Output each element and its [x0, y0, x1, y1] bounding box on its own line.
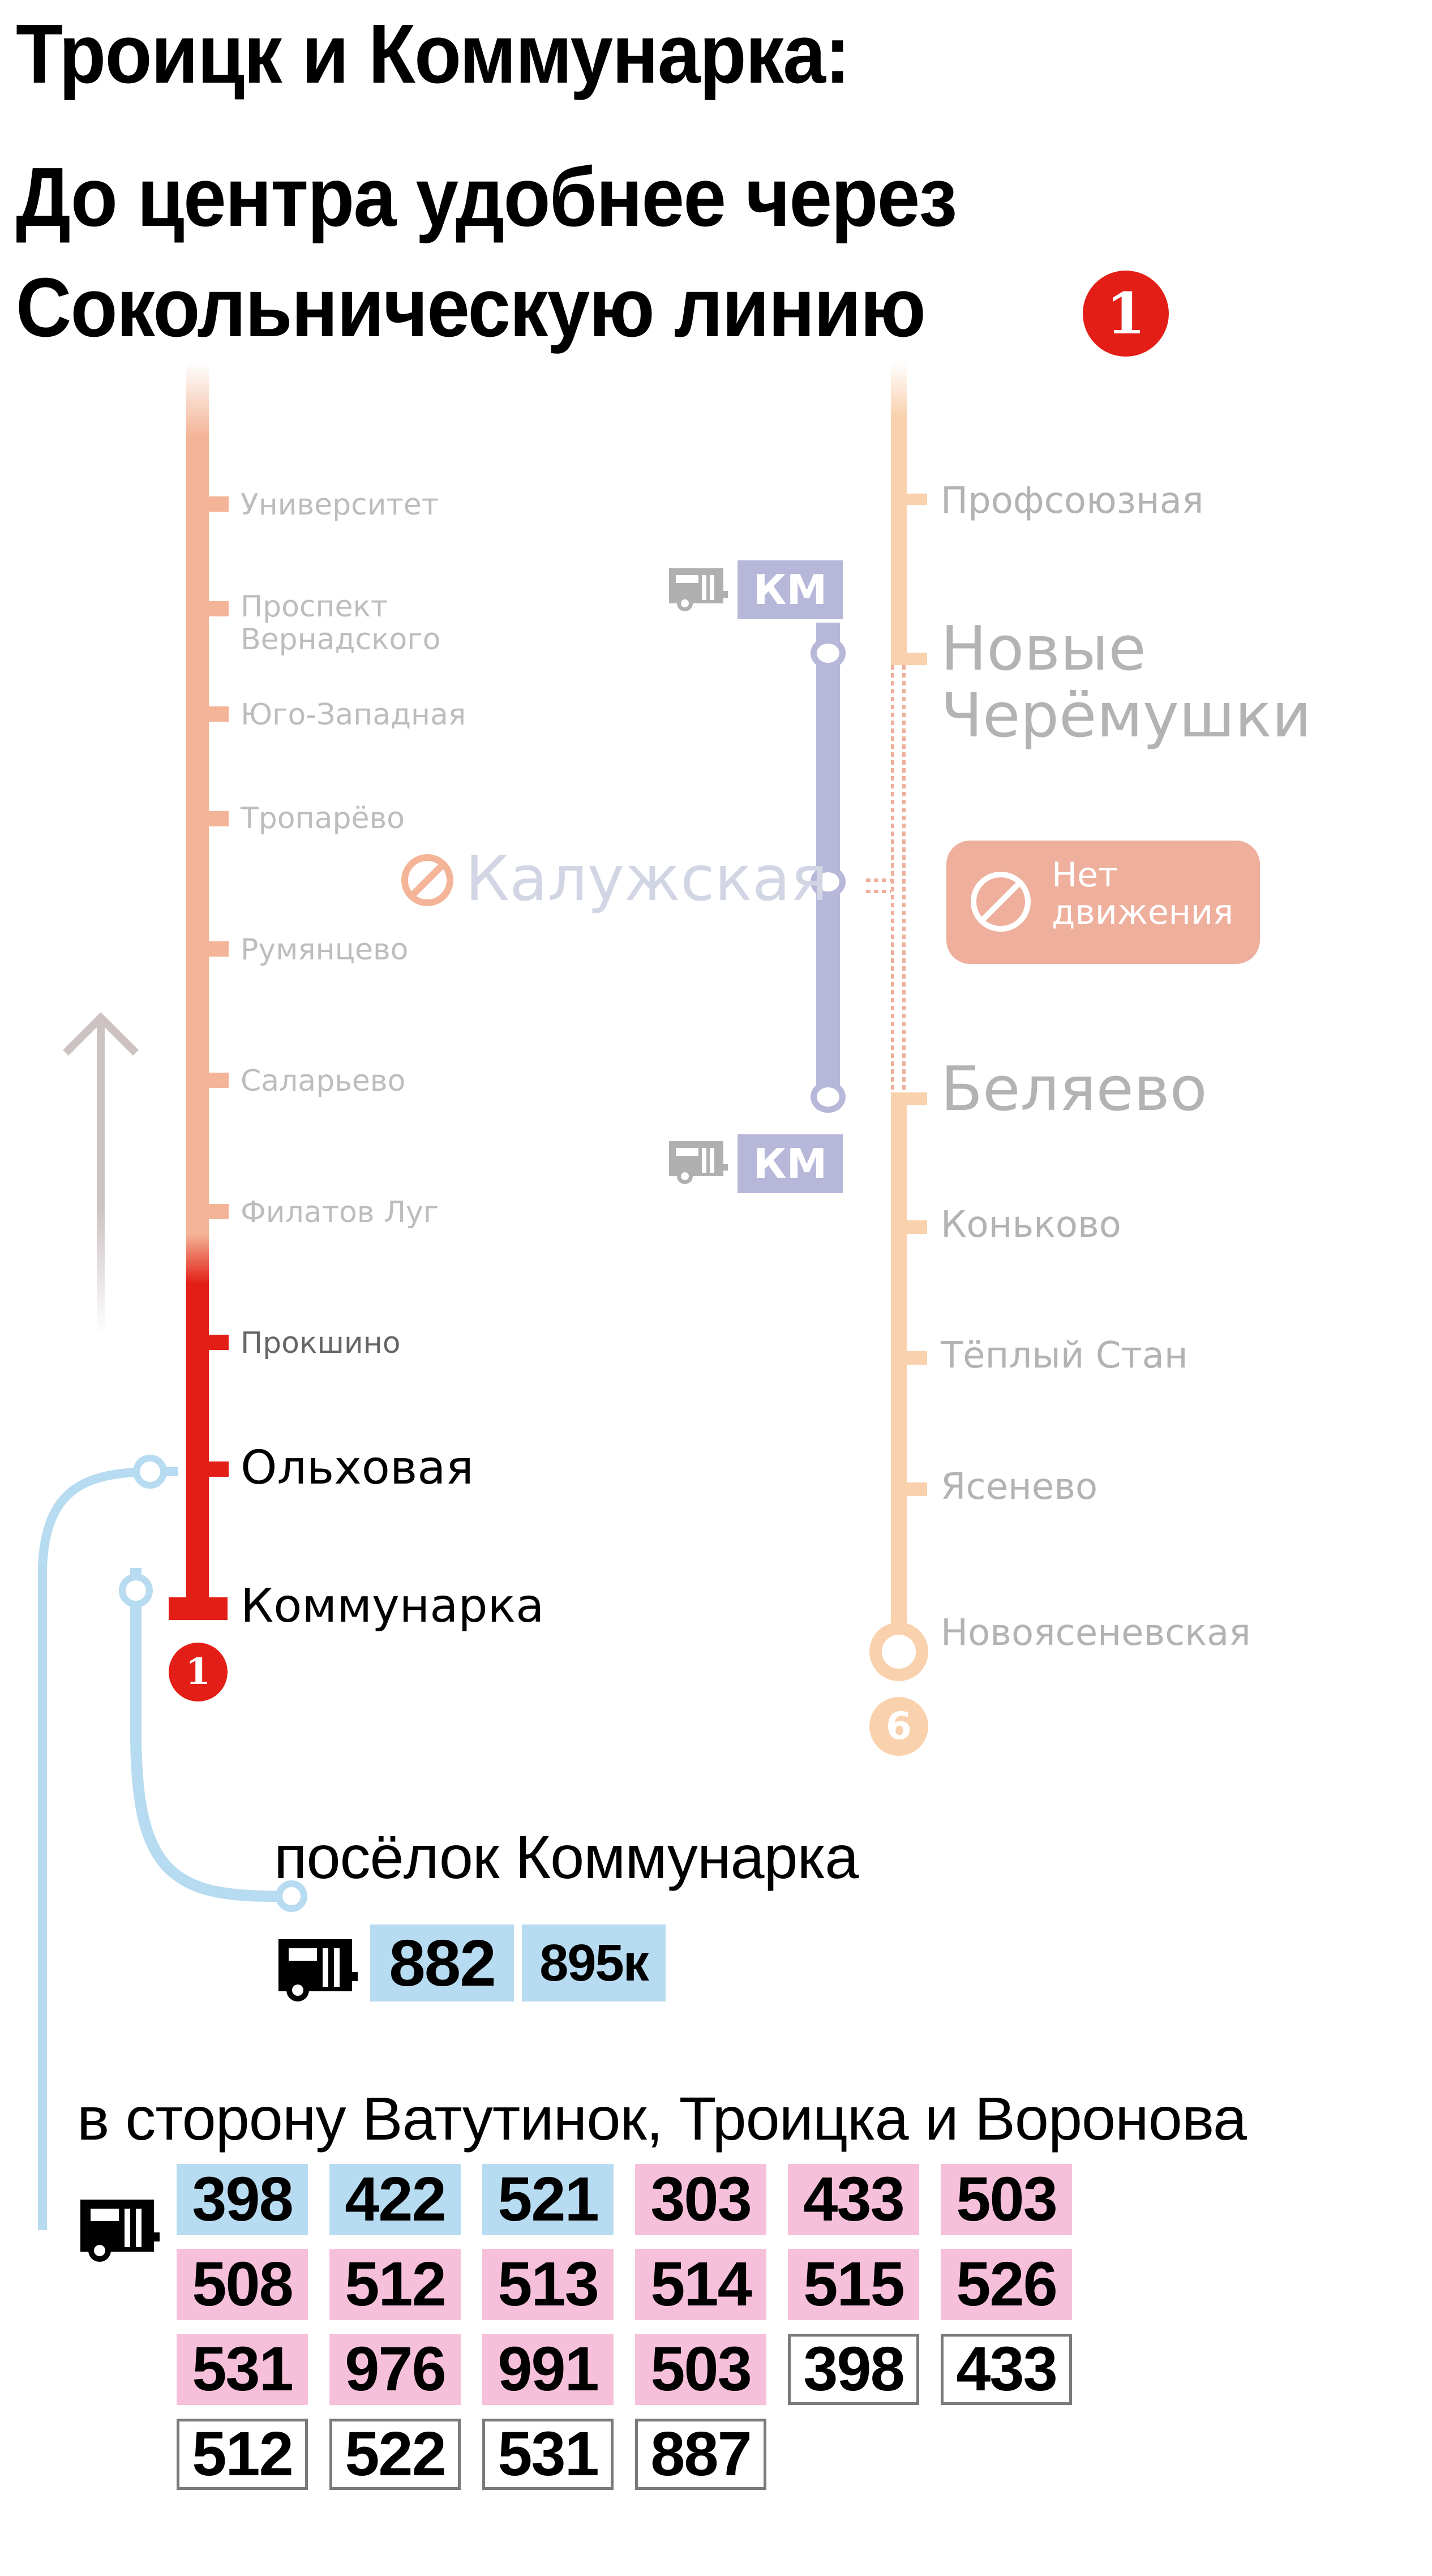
- route-badge: 398: [177, 2164, 308, 2235]
- line-1-badge-number: 1: [1106, 280, 1146, 347]
- station-konkovo: Коньково: [941, 1204, 1121, 1246]
- station-tick: [209, 1073, 229, 1088]
- station-tick: [209, 941, 229, 957]
- title-line-3: Сокольническую линию: [16, 266, 926, 350]
- route-badge: 895к: [522, 1925, 666, 2001]
- route-badge: 398: [788, 2334, 919, 2405]
- station-rumyantsevo: Румянцево: [241, 933, 409, 967]
- bus-icon: [278, 1939, 358, 2001]
- station-tick: [907, 1482, 927, 1496]
- route-badge: 512: [329, 2249, 461, 2320]
- bus-connections: [38, 1455, 307, 2230]
- line-6-number: 6: [886, 1704, 912, 1748]
- closed-section-dotted: [902, 665, 906, 1092]
- route-badge: 976: [329, 2334, 461, 2405]
- station-universitet: Университет: [241, 488, 439, 522]
- station-novoyasenevskaya: Новоясеневская: [941, 1612, 1251, 1654]
- route-badge: 531: [482, 2419, 614, 2490]
- route-badge: 503: [941, 2164, 1072, 2235]
- arrow-up-icon: [63, 1012, 139, 1335]
- bus-icon: [669, 1141, 728, 1184]
- route-badge: 887: [635, 2419, 766, 2490]
- route-badge: 882: [370, 1925, 514, 2001]
- route-badge: 526: [941, 2249, 1072, 2320]
- route-badge: 991: [482, 2334, 614, 2405]
- station-tick: [907, 494, 927, 505]
- station-tick: [209, 706, 229, 722]
- station-yugo-zapadnaya: Юго-Западная: [241, 698, 466, 732]
- station-tick: [209, 811, 229, 826]
- station-tick: [907, 1351, 927, 1365]
- title-line-1: Троицк и Коммунарка:: [16, 7, 851, 101]
- title-line-3-text: Сокольническую линию: [16, 261, 926, 354]
- no-service-line-1: Нет: [1052, 855, 1118, 895]
- bus-icon: [669, 568, 728, 611]
- route-badge: 521: [482, 2164, 614, 2235]
- station-profsoyuznaya: Профсоюзная: [941, 480, 1204, 522]
- station-tick: [907, 1092, 927, 1105]
- kaluzhsko-rizhskaya-line-top: [891, 362, 907, 665]
- station-filatov-lug: Филатов Луг: [241, 1195, 439, 1229]
- kaluzhsko-rizhskaya-line-bottom: [891, 1092, 907, 1636]
- station-tick: [907, 653, 927, 665]
- line-1-number: 1: [185, 1651, 211, 1693]
- station-tick: [209, 1335, 229, 1350]
- station-troparevo: Тропарёво: [241, 801, 405, 835]
- station-belyaevo: Беляево: [941, 1054, 1207, 1125]
- station-tyoply-stan: Тёплый Стан: [941, 1335, 1188, 1377]
- route-badge: 503: [635, 2334, 766, 2405]
- terminal-bar: [169, 1597, 228, 1620]
- station-tick: [209, 1461, 229, 1477]
- route-badge: 508: [177, 2249, 308, 2320]
- towards-title: в сторону Ватутинок, Троицка и Воронова: [77, 2084, 1247, 2153]
- station-prokshino: Прокшино: [241, 1326, 401, 1360]
- posyolok-title: посёлок Коммунарка: [274, 1823, 859, 1891]
- km-stop-circle: [811, 866, 846, 898]
- station-yasenevo: Ясенево: [941, 1466, 1098, 1508]
- line-1-badge: 1: [169, 1643, 228, 1701]
- station-salaryevo: Саларьево: [241, 1064, 406, 1098]
- station-olkhovaya: Ольховая: [241, 1441, 474, 1495]
- route-badge: 422: [329, 2164, 461, 2235]
- terminal-station-circle: [869, 1622, 928, 1681]
- no-entry-icon: [401, 854, 453, 906]
- route-badge: 303: [635, 2164, 766, 2235]
- closed-section-dotted-stub: [866, 890, 891, 893]
- km-label-top: КМ: [738, 560, 843, 619]
- station-tick: [209, 601, 229, 616]
- line-6-badge: 6: [869, 1697, 928, 1756]
- closed-section-dotted: [891, 665, 894, 1092]
- station-kaluzhskaya-closed: Калужская: [465, 842, 828, 915]
- no-service-badge: Нет движения: [946, 841, 1260, 964]
- closed-section-dotted-stub: [866, 878, 891, 882]
- no-entry-icon: [971, 872, 1031, 932]
- no-service-line-2: движения: [1052, 893, 1234, 932]
- route-badge: 515: [788, 2249, 919, 2320]
- station-prospekt-vernadskogo: Проспект Вернадского: [241, 590, 441, 657]
- km-stop-circle: [811, 1081, 846, 1113]
- route-badge: 433: [941, 2334, 1072, 2405]
- route-badge: 433: [788, 2164, 919, 2235]
- route-badge: 514: [635, 2249, 766, 2320]
- route-badge: 512: [177, 2419, 308, 2490]
- station-tick: [907, 1220, 927, 1234]
- station-tick: [209, 496, 229, 512]
- sokolnicheskaya-line: [186, 362, 209, 1608]
- station-novye-cheryomushki: Новые Черёмушки: [941, 614, 1312, 751]
- route-badge: 531: [177, 2334, 308, 2405]
- route-badge: 522: [329, 2419, 461, 2490]
- station-kommunarka: Коммунарка: [241, 1579, 544, 1633]
- bus-icon: [80, 2200, 160, 2262]
- title-line-2: До центра удобнее через: [16, 151, 957, 244]
- station-tick: [209, 1204, 229, 1219]
- km-label-bottom: КМ: [738, 1134, 843, 1193]
- line-1-badge-title: 1: [1083, 271, 1169, 357]
- route-badge: 513: [482, 2249, 614, 2320]
- km-stop-circle: [811, 637, 846, 669]
